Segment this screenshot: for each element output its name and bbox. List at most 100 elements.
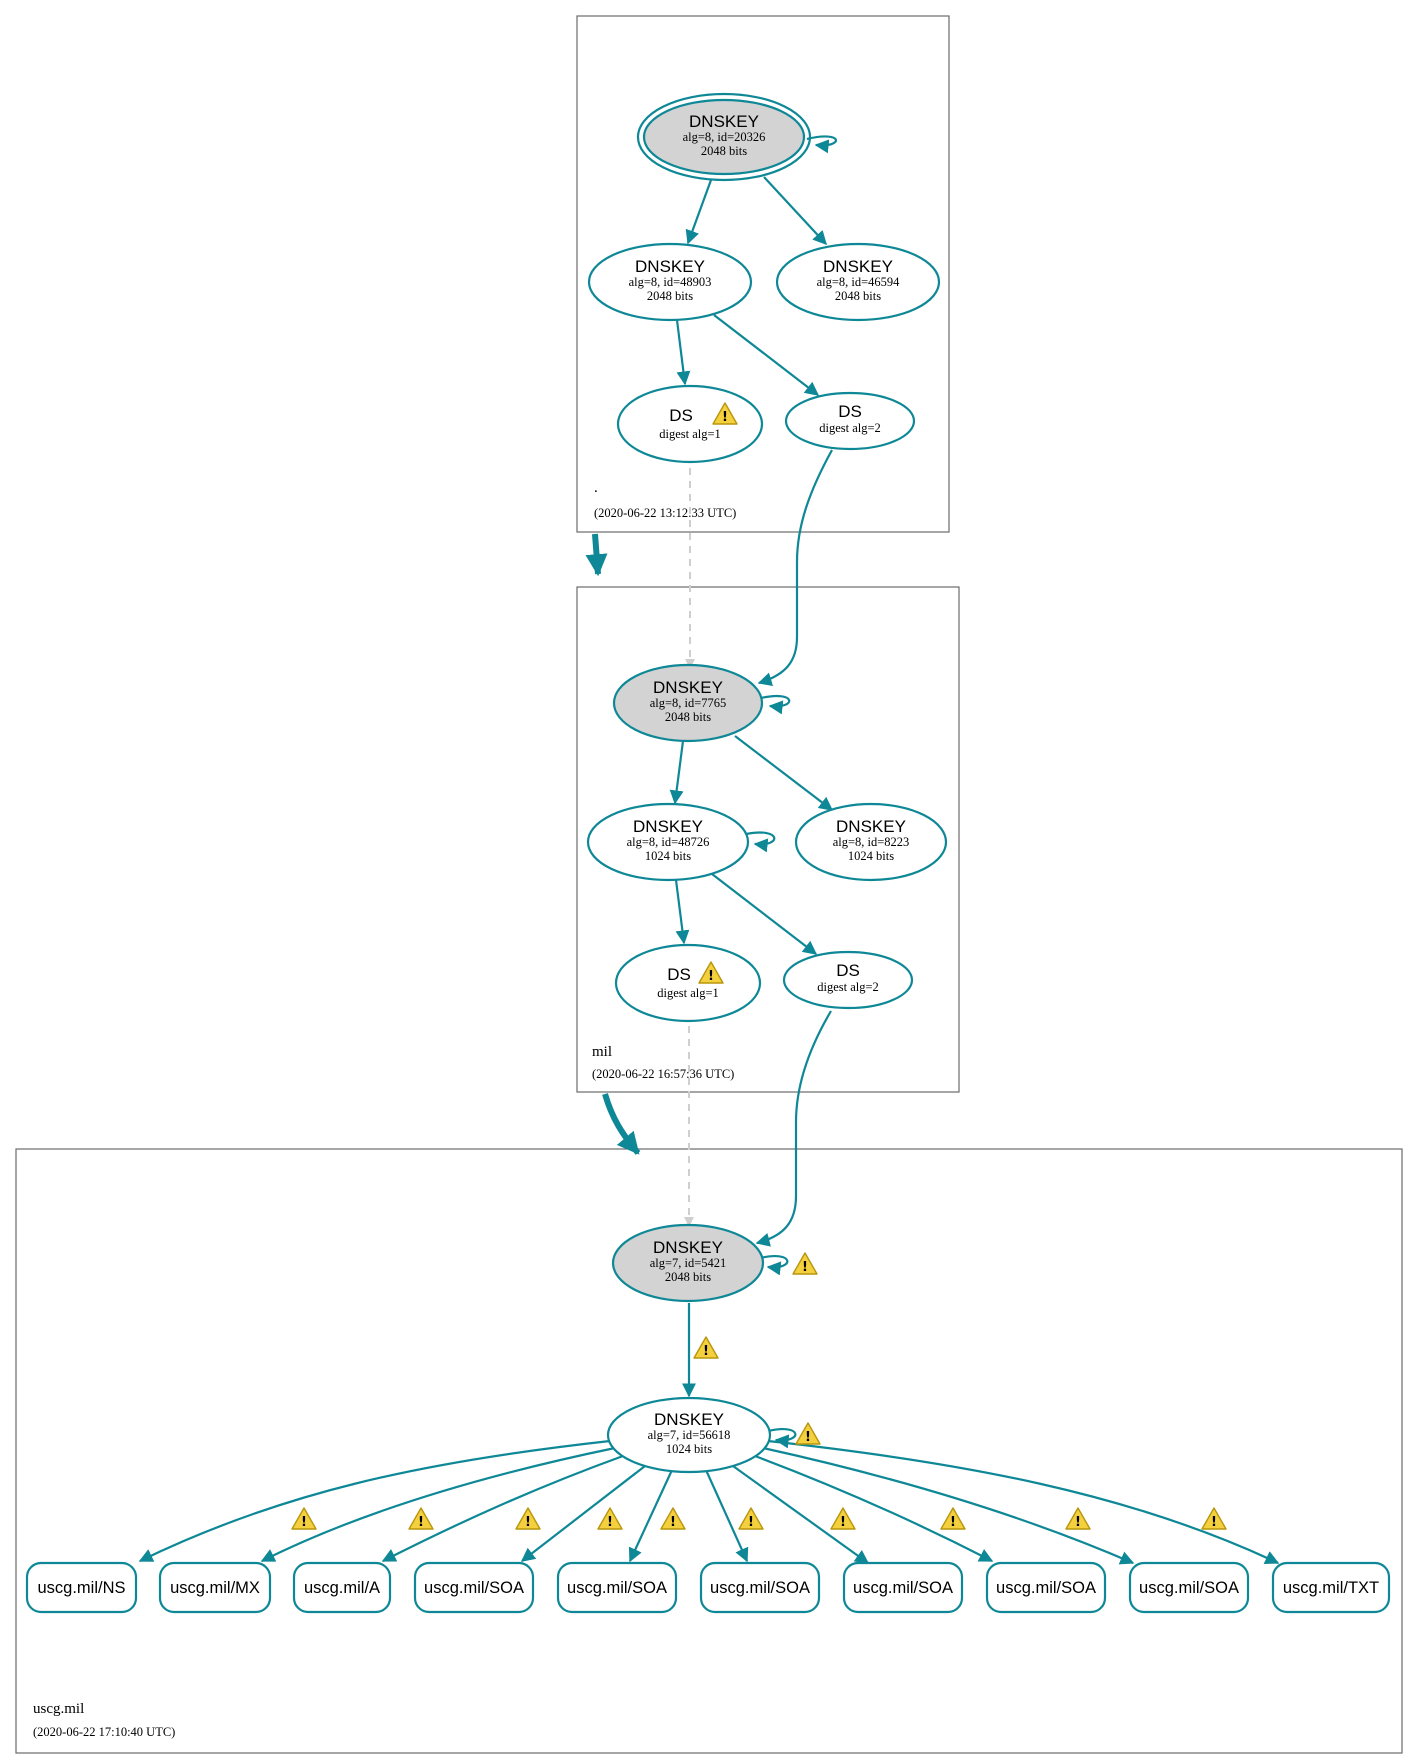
node-alg-id: alg=7, id=5421 — [650, 1256, 727, 1270]
ds-node-mil-2[interactable]: DS digest alg=2 — [782, 950, 914, 1010]
node-title: DNSKEY — [653, 1238, 723, 1257]
edge-56618-rr-ns — [138, 1439, 611, 1562]
warning-triangle-icon[interactable]: ! — [291, 1507, 317, 1530]
dnskey-node-root-46594[interactable]: DNSKEY alg=8, id=46594 2048 bits — [775, 242, 941, 322]
warning-triangle-icon[interactable]: ! — [660, 1507, 686, 1530]
rrset-node-soa-2[interactable]: uscg.mil/SOA — [556, 1561, 678, 1614]
edge-mil-7765-48726 — [669, 740, 685, 805]
node-bits: 2048 bits — [665, 1270, 711, 1284]
warning-triangle-icon[interactable]: ! — [792, 1252, 818, 1275]
rrset-label: uscg.mil/TXT — [1283, 1579, 1379, 1597]
dnskey-node-mil-8223[interactable]: DNSKEY alg=8, id=8223 1024 bits — [794, 802, 948, 882]
self-sign-uscg-5421 — [759, 1255, 789, 1276]
rrset-node-ns[interactable]: uscg.mil/NS — [25, 1561, 138, 1614]
ds-node-root-1[interactable]: DS digest alg=1 ! — [616, 384, 764, 464]
zone-mil-box — [576, 586, 960, 1093]
warning-triangle-icon[interactable]: ! — [698, 961, 724, 984]
warning-triangle-icon[interactable]: ! — [795, 1422, 821, 1445]
edge-mil-48726-ds2 — [711, 873, 818, 955]
node-alg-id: alg=8, id=46594 — [817, 275, 901, 289]
edge-56618-rr-soa-2 — [628, 1469, 673, 1563]
edge-56618-rr-txt — [767, 1439, 1280, 1564]
zone-root-name: . — [594, 480, 598, 496]
zone-mil-name: mil — [592, 1044, 612, 1060]
warning-triangle-icon[interactable]: ! — [738, 1507, 764, 1530]
svg-text:!: ! — [802, 1260, 808, 1275]
node-title: DNSKEY — [633, 817, 703, 836]
svg-text:!: ! — [607, 1515, 613, 1530]
node-title: DS — [838, 402, 862, 421]
self-sign-root-20326 — [806, 135, 837, 154]
node-alg-id: alg=8, id=48726 — [627, 835, 710, 849]
rrset-node-soa-3[interactable]: uscg.mil/SOA — [699, 1561, 821, 1614]
node-digest: digest alg=1 — [657, 986, 719, 1000]
node-alg-id: alg=8, id=7765 — [650, 696, 727, 710]
edge-56618-rr-soa-5 — [754, 1454, 994, 1562]
dnskey-node-root-20326[interactable]: DNSKEY alg=8, id=20326 2048 bits — [636, 92, 812, 182]
node-title: DNSKEY — [635, 257, 705, 276]
zone-uscg-timestamp: (2020-06-22 17:10:40 UTC) — [33, 1725, 175, 1739]
svg-text:!: ! — [748, 1515, 754, 1530]
rrset-label: uscg.mil/SOA — [567, 1579, 667, 1597]
node-title: DS — [836, 961, 860, 980]
delegation-arrow-mil-uscg — [602, 1093, 641, 1155]
rrset-label: uscg.mil/A — [304, 1579, 380, 1597]
svg-text:!: ! — [708, 969, 714, 984]
warning-triangle-icon[interactable]: ! — [940, 1507, 966, 1530]
warning-triangle-icon[interactable]: ! — [1065, 1507, 1091, 1530]
rrset-label: uscg.mil/SOA — [710, 1579, 810, 1597]
node-title: DS — [667, 965, 691, 984]
node-bits: 1024 bits — [848, 849, 894, 863]
rrset-node-txt[interactable]: uscg.mil/TXT — [1271, 1561, 1391, 1614]
svg-text:!: ! — [670, 1515, 676, 1530]
edge-root-20326-48903 — [685, 179, 713, 245]
node-bits: 1024 bits — [666, 1442, 712, 1456]
edge-root-20326-46594 — [763, 176, 827, 246]
warning-triangle-icon[interactable]: ! — [597, 1507, 623, 1530]
ds-node-mil-1[interactable]: DS digest alg=1 ! — [614, 943, 762, 1023]
dnskey-node-uscg-5421[interactable]: DNSKEY alg=7, id=5421 2048 bits — [611, 1223, 765, 1303]
dnskey-node-uscg-56618[interactable]: DNSKEY alg=7, id=56618 1024 bits — [606, 1396, 772, 1474]
node-title: DNSKEY — [689, 112, 759, 131]
node-bits: 2048 bits — [701, 144, 747, 158]
warning-triangle-icon[interactable]: ! — [693, 1336, 719, 1359]
rrset-node-soa-6[interactable]: uscg.mil/SOA — [1128, 1561, 1250, 1614]
rrset-node-soa-5[interactable]: uscg.mil/SOA — [985, 1561, 1107, 1614]
node-digest: digest alg=2 — [817, 980, 879, 994]
dnskey-node-mil-48726[interactable]: DNSKEY alg=8, id=48726 1024 bits — [586, 802, 750, 882]
node-bits: 2048 bits — [835, 289, 881, 303]
svg-text:!: ! — [1211, 1515, 1217, 1530]
zone-mil: mil (2020-06-22 16:57:36 UTC) — [576, 586, 960, 1093]
warning-triangle-icon[interactable]: ! — [712, 402, 738, 425]
svg-text:!: ! — [525, 1515, 531, 1530]
edge-root-ds2-mil-7765 — [757, 449, 833, 686]
self-sign-mil-7765 — [760, 694, 791, 715]
warning-triangle-icon[interactable]: ! — [830, 1507, 856, 1530]
self-sign-mil-48726 — [745, 831, 776, 853]
svg-text:!: ! — [418, 1515, 424, 1530]
rrset-node-a[interactable]: uscg.mil/A — [292, 1561, 392, 1614]
svg-text:!: ! — [703, 1344, 709, 1359]
warning-triangle-icon[interactable]: ! — [408, 1507, 434, 1530]
node-title: DNSKEY — [823, 257, 893, 276]
dnskey-node-root-48903[interactable]: DNSKEY alg=8, id=48903 2048 bits — [587, 242, 753, 322]
warning-triangle-icon[interactable]: ! — [515, 1507, 541, 1530]
node-alg-id: alg=8, id=8223 — [833, 835, 910, 849]
zone-uscg-name: uscg.mil — [33, 1701, 84, 1717]
rrset-node-mx[interactable]: uscg.mil/MX — [158, 1561, 272, 1614]
rrset-label: uscg.mil/MX — [170, 1579, 260, 1597]
rrset-node-soa-1[interactable]: uscg.mil/SOA — [413, 1561, 535, 1614]
dnskey-node-mil-7765[interactable]: DNSKEY alg=8, id=7765 2048 bits — [612, 663, 764, 743]
edge-56618-rr-mx — [260, 1446, 616, 1562]
zone-uscg-box — [15, 1148, 1403, 1754]
rrset-node-soa-4[interactable]: uscg.mil/SOA — [842, 1561, 964, 1614]
edge-56618-rr-soa-3 — [704, 1469, 749, 1563]
node-alg-id: alg=8, id=20326 — [683, 130, 766, 144]
svg-text:!: ! — [301, 1515, 307, 1530]
node-digest: digest alg=2 — [819, 421, 881, 435]
node-digest: digest alg=1 — [659, 427, 721, 441]
ds-node-root-2[interactable]: DS digest alg=2 — [784, 391, 916, 451]
node-bits: 1024 bits — [645, 849, 691, 863]
zone-uscg: uscg.mil (2020-06-22 17:10:40 UTC) — [15, 1148, 1403, 1754]
warning-triangle-icon[interactable]: ! — [1201, 1507, 1227, 1530]
